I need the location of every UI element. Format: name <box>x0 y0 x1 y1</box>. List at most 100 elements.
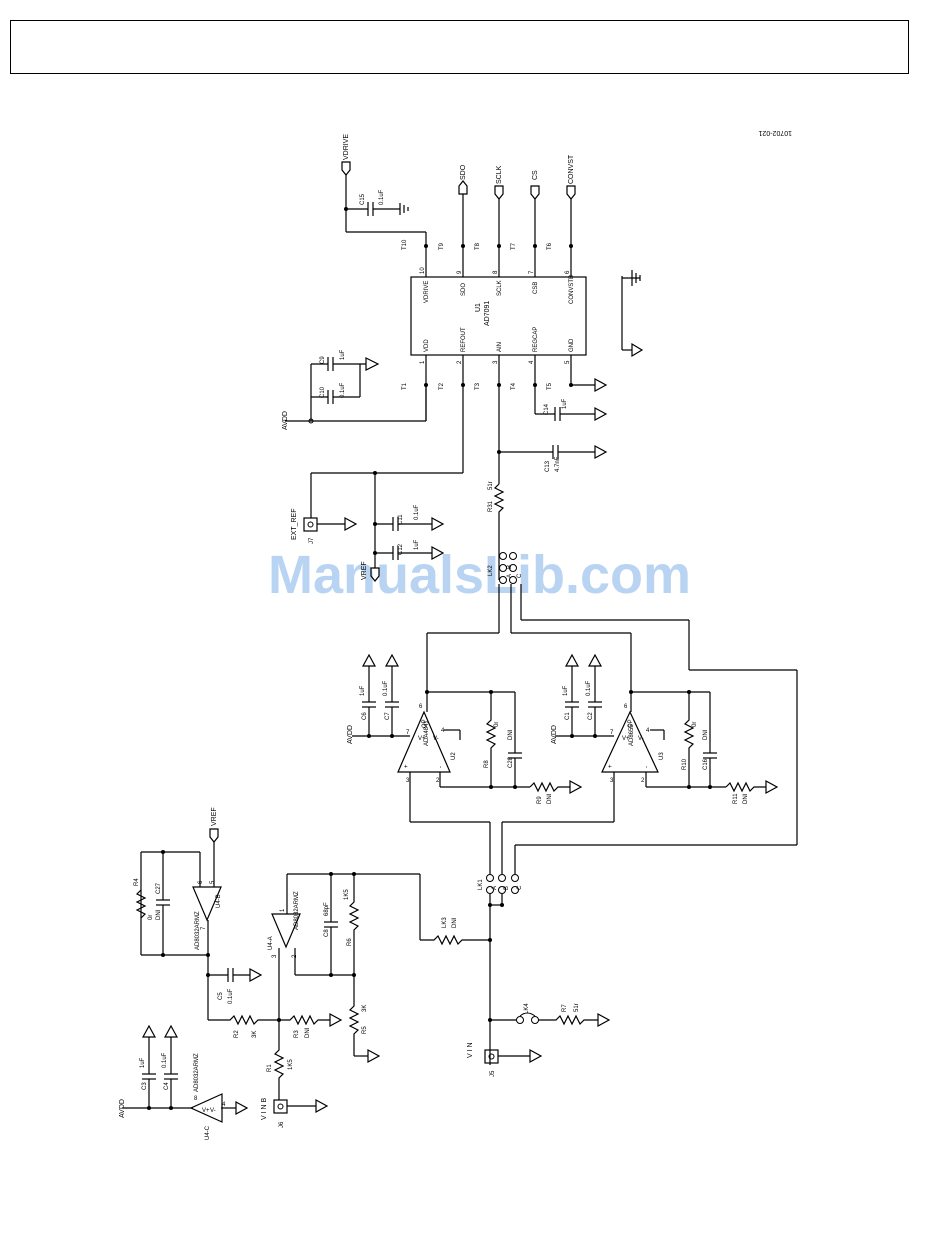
svg-text:AVDD: AVDD <box>119 1099 126 1118</box>
svg-text:OP: OP <box>628 719 634 728</box>
svg-text:C6: C6 <box>362 712 368 720</box>
c15-capacitor: C15 0.1uF <box>346 189 409 216</box>
svg-text:1K5: 1K5 <box>344 889 350 900</box>
svg-text:1: 1 <box>420 360 426 364</box>
r5-resistor: R5 3K <box>348 975 381 1064</box>
svg-text:3K: 3K <box>362 1005 368 1012</box>
svg-text:7: 7 <box>406 730 410 736</box>
c16-capacitor: C16 DNI <box>703 692 717 789</box>
svg-text:7: 7 <box>201 926 207 930</box>
svg-text:0.1uF: 0.1uF <box>228 988 234 1004</box>
svg-text:7: 7 <box>610 730 614 736</box>
svg-text:C: C <box>517 885 523 890</box>
u1-part: AD7091 <box>484 301 491 326</box>
svg-text:C12: C12 <box>398 543 404 555</box>
svg-text:T1: T1 <box>402 382 408 390</box>
svg-text:0.1uF: 0.1uF <box>162 1052 168 1068</box>
svg-text:C27: C27 <box>156 882 162 894</box>
r10-resistor: R10 0r <box>682 692 698 789</box>
sclk-connector: SCLK <box>494 165 504 246</box>
svg-text:CSB: CSB <box>533 282 539 294</box>
lk3-resistor: LK3 DNI <box>419 874 492 946</box>
svg-text:V-: V- <box>210 1108 216 1114</box>
avdd-u1-net: AVDD C9 1uF C10 0.1uF <box>282 349 427 430</box>
sdo-connector: SDO <box>458 164 468 246</box>
svg-text:1uF: 1uF <box>140 1057 146 1068</box>
svg-text:C13: C13 <box>545 460 551 472</box>
u1-pin-sdo: SDO 9 T9 <box>439 242 467 296</box>
svg-text:3K: 3K <box>252 1031 258 1038</box>
svg-text:C4: C4 <box>164 1082 170 1090</box>
c28-capacitor: C28 DNI <box>508 692 522 789</box>
svg-text:LK4: LK4 <box>524 1003 530 1014</box>
j7-connector: J7 EXT_REF <box>291 508 358 544</box>
lk1-link: LK1 A B C <box>478 874 523 1065</box>
svg-text:1: 1 <box>280 908 286 912</box>
u1-pin-convstb: CONVSTB 6 T6 <box>547 242 575 304</box>
watermark: ManualsLib.com <box>268 545 691 605</box>
svg-text:SCLK: SCLK <box>497 280 503 296</box>
svg-text:51r: 51r <box>574 1003 580 1012</box>
u1-pin-gnd: GND 5 T5 <box>547 338 575 390</box>
u2-opamp: ADA4841 U2 V+ V- + - OP <box>397 710 457 773</box>
svg-text:AD8032ARMZ: AD8032ARMZ <box>294 891 300 930</box>
svg-text:T2: T2 <box>439 382 445 390</box>
svg-text:C2: C2 <box>588 712 594 720</box>
svg-text:CS: CS <box>532 170 539 180</box>
svg-text:C15: C15 <box>360 193 366 205</box>
ground-symbol <box>621 270 644 358</box>
svg-text:10: 10 <box>420 267 426 274</box>
svg-text:R3: R3 <box>294 1030 300 1038</box>
svg-text:VDD: VDD <box>424 339 430 352</box>
svg-text:V-: V- <box>638 736 644 742</box>
svg-text:T3: T3 <box>475 382 481 390</box>
svg-text:VDRIVE: VDRIVE <box>343 134 350 160</box>
svg-text:VDRIVE: VDRIVE <box>424 281 430 303</box>
svg-text:-: - <box>644 766 650 768</box>
svg-text:R31: R31 <box>488 500 494 512</box>
svg-text:EXT_REF: EXT_REF <box>291 508 298 540</box>
c27-capacitor: C27 DNI <box>156 852 170 955</box>
svg-text:-: - <box>438 766 444 768</box>
svg-text:AVDD: AVDD <box>282 411 289 430</box>
svg-text:R8: R8 <box>484 760 490 768</box>
svg-text:C28: C28 <box>508 756 514 768</box>
svg-text:REFOUT: REFOUT <box>461 327 467 352</box>
svg-text:R10: R10 <box>682 758 688 770</box>
u4b-wiring: VREF <box>140 807 219 1020</box>
u1-pin-ain: AIN 3 T3 <box>475 342 503 484</box>
figure-code: 10702-021 <box>758 129 792 136</box>
vdrive-connector: VDRIVE <box>341 134 427 246</box>
u1-pin-regcap: REGCAP 4 T4 <box>511 327 539 414</box>
u1-pin-csb: CSB 7 T7 <box>511 242 539 294</box>
u4c-opamp: U4-C AD8032ARMZ V+ V- 4 8 <box>189 1053 226 1140</box>
cs-connector: CS <box>530 170 540 246</box>
u4c-supply: AVDD C3 1uF C4 0.1uF <box>119 1024 249 1118</box>
svg-text:0r: 0r <box>494 722 500 727</box>
svg-text:R2: R2 <box>234 1030 240 1038</box>
u1-pin-sclk: SCLK 8 T8 <box>475 242 503 296</box>
svg-text:2: 2 <box>436 778 440 784</box>
svg-text:B: B <box>504 886 510 890</box>
title-block-frame <box>10 20 909 74</box>
svg-text:AVDD: AVDD <box>347 725 354 744</box>
svg-text:C9: C9 <box>320 356 326 364</box>
r7-resistor: R7 51r <box>538 1003 611 1028</box>
svg-text:68pF: 68pF <box>324 902 330 916</box>
svg-text:0.1uF: 0.1uF <box>414 504 420 520</box>
svg-text:AD8032ARMZ: AD8032ARMZ <box>195 911 201 950</box>
svg-text:2: 2 <box>641 778 645 784</box>
svg-text:3: 3 <box>610 778 614 784</box>
svg-text:V I N B: V I N B <box>261 1097 268 1120</box>
svg-text:0.1uF: 0.1uF <box>340 382 346 398</box>
svg-text:J5: J5 <box>490 1070 496 1077</box>
svg-text:AIN: AIN <box>497 342 503 352</box>
svg-text:C1: C1 <box>565 712 571 720</box>
svg-text:1uF: 1uF <box>340 349 346 360</box>
svg-text:DNI: DNI <box>452 917 458 928</box>
u1-pin-vdrive: VDRIVE 10 T10 <box>402 239 430 303</box>
r3-resistor: R3 DNI <box>279 1012 343 1038</box>
svg-text:R9: R9 <box>537 796 543 804</box>
svg-text:6: 6 <box>565 270 571 274</box>
svg-text:C14: C14 <box>544 403 550 415</box>
